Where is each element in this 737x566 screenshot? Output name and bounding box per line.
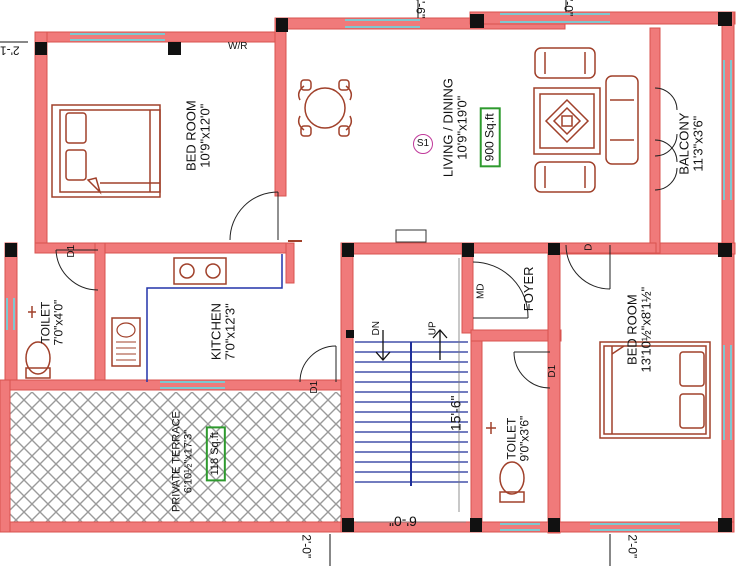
bedroom1-label: BED ROOM 10'9"x12'0" — [183, 86, 212, 186]
living-tag: S1 — [413, 134, 433, 154]
door-swings — [55, 87, 678, 389]
kitchen-label: KITCHEN 7'0"x12'3" — [208, 287, 237, 377]
dimension-ticks — [0, 0, 611, 566]
balcony-name: BALCONY — [676, 112, 692, 175]
door-label-d: D — [583, 243, 595, 251]
toilet2-label: TOILET 9'0"x3'6" — [504, 409, 531, 469]
toilet-fixtures — [25, 306, 525, 503]
living-size: 10'9"x19'0" — [454, 95, 469, 160]
stair-length-dim: 15'-6" — [447, 395, 464, 432]
bedroom1-name: BED ROOM — [183, 100, 199, 172]
dim-left: 2'-1 — [0, 43, 20, 58]
terrace-floor — [8, 392, 341, 527]
living-label: LIVING / DINING 10'9"x19'0" — [440, 68, 469, 188]
foyer-label: FOYER — [521, 266, 537, 312]
door-label-d1-bedroom: D1 — [66, 244, 78, 258]
balcony-label: BALCONY 11'3"x3'6" — [676, 104, 705, 184]
dining-table — [297, 79, 353, 137]
terrace-size: 6'10½"x17'3" — [182, 429, 194, 494]
ledge — [395, 229, 427, 243]
toilet2-name: TOILET — [504, 417, 519, 460]
dim-bottom-2: 2'-0" — [625, 534, 640, 559]
toilet2-size: 9'0"x3'6" — [517, 415, 531, 462]
bed-bedroom-1 — [51, 104, 161, 198]
bedroom2-label: BED ROOM 13'10½"x8'1½" — [624, 275, 653, 385]
living-area-badge: 900 Sq.ft — [479, 107, 501, 168]
bedroom2-size: 13'10½"x8'1½" — [638, 286, 653, 373]
toilet1-name: TOILET — [38, 301, 53, 344]
toilet1-size: 7'0"x4'0" — [51, 299, 65, 346]
door-label-d1-toilet2: D1 — [547, 364, 559, 378]
bed-bedroom-2 — [599, 341, 711, 439]
bedroom2-name: BED ROOM — [624, 294, 640, 366]
wardrobe-label: W/R — [228, 41, 248, 52]
sofa-set — [533, 47, 639, 193]
staircase — [355, 258, 468, 523]
dim-top-1: 1'-6" — [413, 0, 428, 19]
terrace-area-badge: 118 Sq.ft — [205, 426, 226, 482]
terrace-name: PRIVATE TERRACE — [170, 411, 183, 512]
door-label-md: MD — [475, 283, 487, 300]
windows — [6, 13, 732, 531]
stair-width-dim: 6'-0" — [389, 513, 417, 530]
stair-down-label: DN — [370, 321, 382, 336]
toilet1-label: TOILET 7'0"x4'0" — [38, 293, 65, 353]
kitchen-name: KITCHEN — [208, 303, 224, 361]
columns — [5, 12, 732, 532]
living-name: LIVING / DINING — [440, 78, 456, 178]
terrace-label: PRIVATE TERRACE 6'10½"x17'3" — [170, 407, 194, 517]
door-label-d1-terrace: D1 — [309, 380, 321, 394]
balcony-size: 11'3"x3'6" — [690, 115, 705, 172]
dim-bottom-1: 2'-0" — [299, 534, 314, 559]
stair-up-label: UP — [427, 321, 439, 336]
kitchen-size: 7'0"x12'3" — [222, 303, 237, 361]
bedroom1-size: 10'9"x12'0" — [197, 103, 212, 168]
dim-top-2: 1'-0" — [561, 0, 576, 17]
kitchen-counter — [111, 240, 302, 382]
